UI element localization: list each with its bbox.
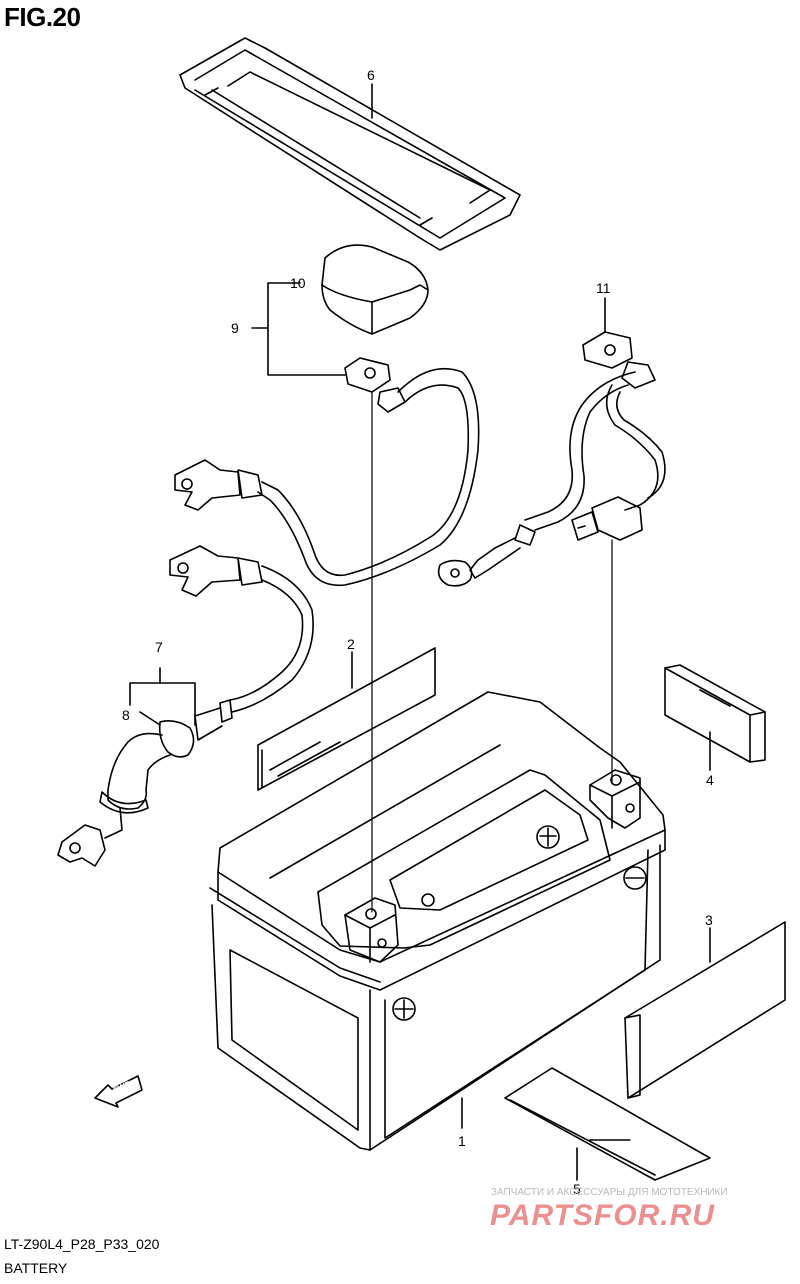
negative-cable-part-7 (169, 545, 314, 741)
callout-bracket-9 (251, 282, 346, 376)
callout-3: 3 (705, 912, 713, 928)
callout-6: 6 (367, 67, 375, 83)
positive-cable-part-9 (174, 357, 480, 587)
callout-8: 8 (122, 707, 130, 723)
spacer-part-4 (664, 664, 766, 763)
pad-part-5 (504, 1067, 711, 1181)
fwd-arrow-icon (94, 1075, 143, 1108)
diagram-code: LT-Z90L4_P28_P33_020 (4, 1236, 160, 1252)
watermark-subtitle: ЗАПЧАСТИ И АКСЕССУАРЫ ДЛЯ МОТОТЕХНИКИ (491, 1187, 728, 1198)
callout-10: 10 (290, 275, 306, 291)
cable-part-11 (437, 331, 666, 587)
callout-11: 11 (596, 280, 611, 296)
callout-bracket-7-8 (129, 667, 196, 726)
pad-part-3 (624, 921, 786, 1099)
watermark-brand: PARTSFOR.RU (490, 1199, 715, 1232)
terminal-cover-part-10 (321, 244, 429, 335)
label-part-2 (257, 647, 436, 791)
callout-9: 9 (231, 320, 239, 336)
callout-7: 7 (155, 639, 163, 655)
terminal-boot-part-8 (57, 720, 195, 867)
callout-2: 2 (347, 636, 355, 652)
figure-title: FIG.20 (4, 2, 81, 32)
battery-strap-part-6 (179, 37, 521, 251)
callout-5: 5 (573, 1181, 581, 1197)
callout-1: 1 (458, 1133, 466, 1149)
battery-part-1 (209, 691, 666, 1151)
fwd-label: FWD (112, 1079, 133, 1095)
callout-4: 4 (706, 772, 714, 788)
diagram-name: BATTERY (4, 1260, 68, 1276)
